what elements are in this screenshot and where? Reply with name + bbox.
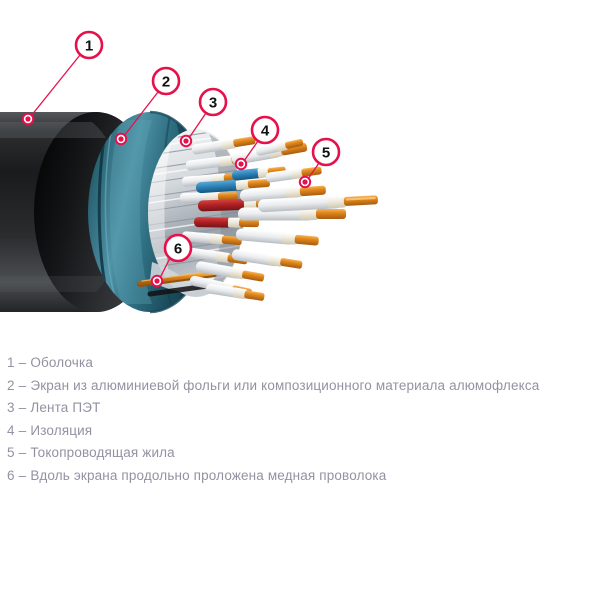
callout-anchor-dot-core-6 <box>154 278 160 284</box>
callout-leader-line-1 <box>30 54 81 117</box>
cable-cutaway-figure: 1 2 3 4 5 6 <box>0 30 378 314</box>
callout-leader-line-4 <box>243 140 259 162</box>
legend-item-number: 4 <box>7 422 15 438</box>
legend-item-4: 4–Изоляция <box>0 420 600 443</box>
callout-number-5: 5 <box>322 144 330 161</box>
cable-conductor-bundle <box>179 136 378 301</box>
callout-number-2: 2 <box>162 73 170 90</box>
legend-item-text: Экран из алюминиевой фольги или композиц… <box>30 377 540 393</box>
callout-leader-line-3 <box>188 112 207 139</box>
callout-layer: 1 2 3 4 5 6 <box>21 30 341 288</box>
legend-item-text: Лента ПЭТ <box>30 400 101 415</box>
callout-4[interactable]: 4 <box>234 115 280 171</box>
conductor-row-mid <box>231 142 346 269</box>
callout-number-4: 4 <box>261 122 270 139</box>
conductor-row-front <box>189 261 265 301</box>
legend-item-number: 6 <box>7 467 15 483</box>
callout-badge-5[interactable] <box>311 137 341 167</box>
legend-item-separator: – <box>18 445 27 460</box>
callout-badge-1[interactable] <box>74 30 104 60</box>
callout-number-1: 1 <box>85 37 93 54</box>
legend-item-number: 3 <box>7 400 15 415</box>
legend-item-6: 6–Вдоль экрана продольно проложена медна… <box>0 465 600 488</box>
legend-item-text: Вдоль экрана продольно проложена медная … <box>30 467 387 483</box>
callout-3[interactable]: 3 <box>179 87 228 148</box>
callout-anchor-dot-core-3 <box>183 138 189 144</box>
legend-item-1: 1–Оболочка <box>0 352 600 375</box>
cable-illustration: 1 2 3 4 5 6 <box>0 30 378 314</box>
conductor-row-back <box>179 136 256 265</box>
callout-2[interactable]: 2 <box>114 66 181 146</box>
callout-number-3: 3 <box>209 94 217 111</box>
legend-item-text: Изоляция <box>30 422 93 438</box>
callout-1[interactable]: 1 <box>21 30 104 126</box>
callout-badge-4[interactable] <box>250 115 280 145</box>
callout-anchor-dot-core-5 <box>302 179 308 185</box>
legend-item-3: 3–Лента ПЭТ <box>0 397 600 420</box>
callout-leader-line-2 <box>123 91 159 137</box>
legend-item-text: Оболочка <box>30 355 93 370</box>
legend-item-2: 2–Экран из алюминиевой фольги или композ… <box>0 375 600 398</box>
callout-anchor-dot-core-1 <box>25 116 31 122</box>
callout-leader-line-6 <box>159 257 171 279</box>
callout-badge-3[interactable] <box>198 87 228 117</box>
legend-item-number: 2 <box>7 377 15 393</box>
legend-item-separator: – <box>18 377 27 393</box>
legend-item-separator: – <box>18 422 27 438</box>
legend-item-separator: – <box>18 467 27 483</box>
callout-6[interactable]: 6 <box>150 233 193 288</box>
legend-item-number: 1 <box>7 355 15 370</box>
callout-5[interactable]: 5 <box>298 137 341 189</box>
legend-item-text: Токопроводящая жила <box>30 445 175 460</box>
callout-anchor-dot-core-2 <box>118 136 124 142</box>
conductor-center-long <box>257 195 378 213</box>
legend-item-separator: – <box>18 355 27 370</box>
callout-anchor-dot-core-4 <box>238 161 244 167</box>
legend-item-separator: – <box>18 400 27 415</box>
conductor-row-upper-right <box>255 139 322 183</box>
legend-item-number: 5 <box>7 445 15 460</box>
conductor-blue-pair <box>195 166 286 194</box>
callout-leader-line-5 <box>307 162 320 180</box>
callout-badge-2[interactable] <box>151 66 181 96</box>
legend-item-5: 5–Токопроводящая жила <box>0 442 600 465</box>
callout-number-6: 6 <box>174 240 182 257</box>
callout-badge-6[interactable] <box>163 233 193 263</box>
